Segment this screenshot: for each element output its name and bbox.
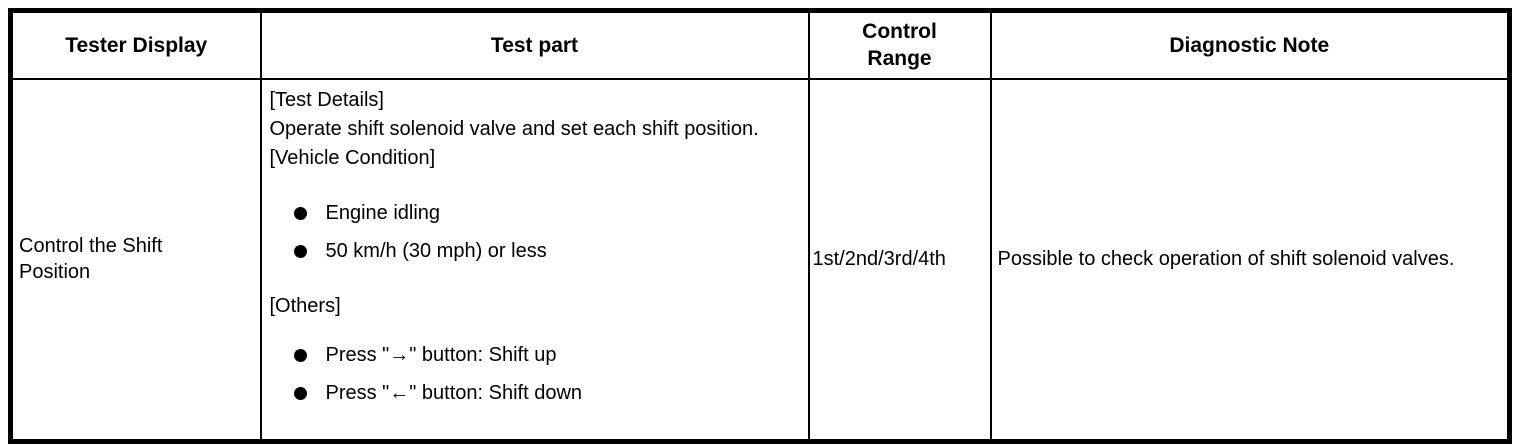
vehicle-condition-label: [Vehicle Condition] [269,146,436,169]
list-item: Engine idling [293,199,780,228]
diagnostic-note-value: Possible to check operation of shift sol… [997,248,1455,271]
header-control-range: Control Range [807,9,992,80]
tester-display-value: Control the Shift Position [19,235,163,284]
header-test-part-label: Test part [490,33,579,57]
header-tester-display: Tester Display [9,9,262,80]
cell-control-range: 1st/2nd/3rd/4th [807,77,992,443]
header-tester-display-label: Tester Display [65,33,208,57]
cell-test-part: [Test Details] Operate shift solenoid va… [259,77,810,443]
table-row: Control the Shift Position [Test Details… [9,77,1511,443]
diagnostic-table: Tester Display Test part Control Range D… [8,8,1512,444]
header-diagnostic-note-label: Diagnostic Note [1169,33,1330,57]
control-range-value: 1st/2nd/3rd/4th [812,248,946,271]
others-label: [Others] [269,294,341,317]
list-item: 50 km/h (30 mph) or less [293,237,780,266]
others-list: Press "→" button: Shift up Press "←" but… [270,341,780,408]
vehicle-condition-list: Engine idling 50 km/h (30 mph) or less [270,199,780,266]
cell-tester-display: Control the Shift Position [9,77,262,443]
list-item: Press "←" button: Shift down [293,379,780,408]
list-item: Press "→" button: Shift up [293,341,780,370]
header-diagnostic-note: Diagnostic Note [989,9,1511,80]
test-details-label: [Test Details] [269,88,384,111]
table-header-row: Tester Display Test part Control Range D… [9,9,1511,80]
header-test-part: Test part [259,9,810,80]
cell-diagnostic-note: Possible to check operation of shift sol… [989,77,1511,443]
test-details-text: Operate shift solenoid valve and set eac… [269,117,759,140]
header-control-range-label: Control Range [862,19,937,71]
